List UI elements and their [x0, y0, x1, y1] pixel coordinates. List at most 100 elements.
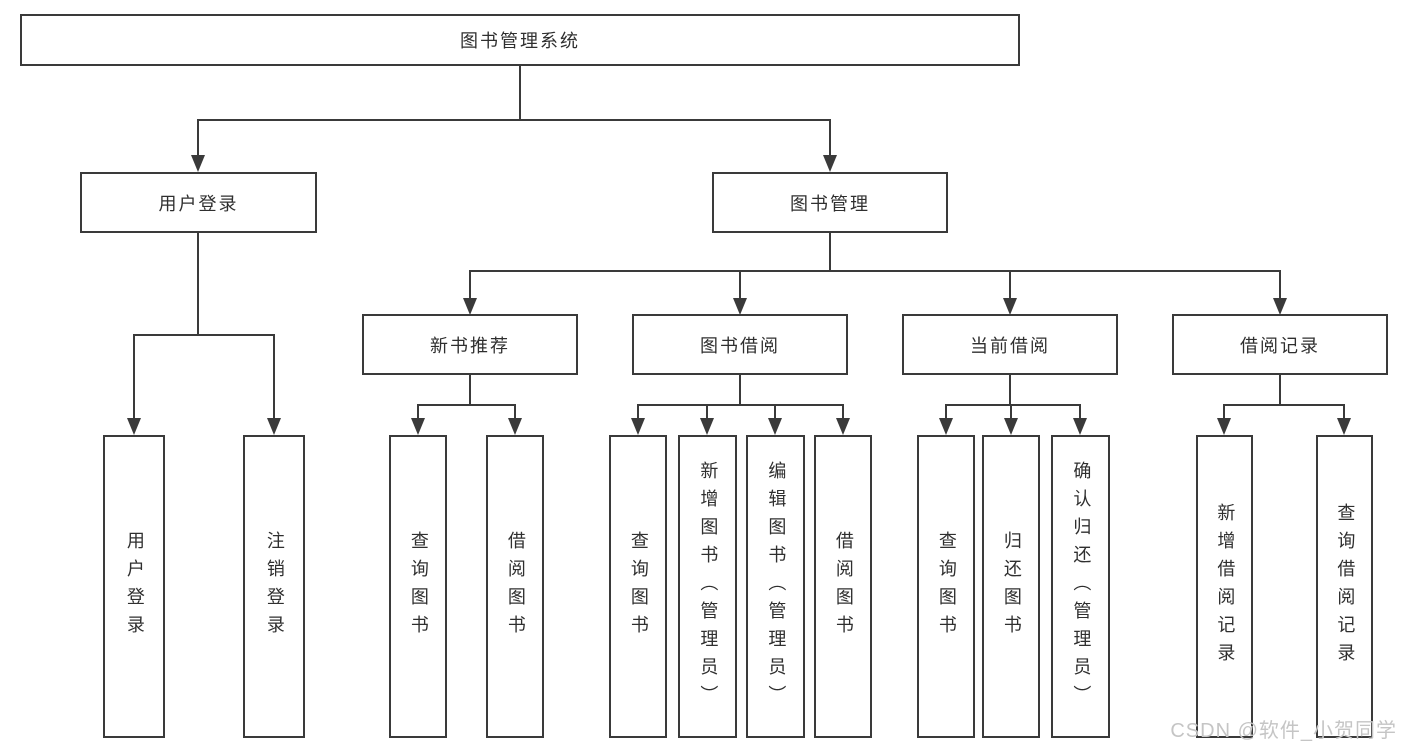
node-library-management-system: 图书管理系统	[20, 14, 1020, 66]
arrow-to-leaf-query-books-1	[411, 404, 425, 435]
arrow-shaft	[1009, 270, 1011, 303]
arrow-to-leaf-edit-books	[768, 404, 782, 435]
leaf-label: 查询图书	[408, 530, 429, 643]
leaf-add-books-admin: 新增图书（管理员）	[678, 435, 737, 738]
arrow-shaft	[514, 404, 516, 423]
leaf-user-login: 用户登录	[103, 435, 165, 738]
arrowhead-icon	[823, 155, 837, 172]
connector-borrow-records-stem	[1279, 375, 1281, 406]
arrowhead-icon	[463, 298, 477, 315]
arrow-to-leaf-add-borrow-record	[1217, 404, 1231, 435]
leaf-label: 查询图书	[936, 530, 957, 643]
leaf-logout: 注销登录	[243, 435, 305, 738]
connector-new-book-stem	[469, 375, 471, 406]
node-book-management: 图书管理	[712, 172, 948, 233]
arrow-to-leaf-confirm-return	[1073, 404, 1087, 435]
arrowhead-icon	[1073, 418, 1087, 435]
leaf-query-borrow-record: 查询借阅记录	[1316, 435, 1373, 738]
leaf-borrow-books-recommend: 借阅图书	[486, 435, 544, 738]
arrow-to-leaf-query-books-3	[939, 404, 953, 435]
arrow-to-book-borrow	[733, 270, 747, 315]
arrowhead-icon	[1337, 418, 1351, 435]
node-current-borrow: 当前借阅	[902, 314, 1118, 375]
leaf-add-borrow-record: 新增借阅记录	[1196, 435, 1253, 738]
connector-user-login-bar	[134, 334, 274, 336]
connector-book-management-bar	[470, 270, 1281, 272]
leaf-label: 确认归还（管理员）	[1071, 460, 1092, 713]
arrow-to-leaf-query-borrow-record	[1337, 404, 1351, 435]
arrowhead-icon	[1003, 298, 1017, 315]
arrow-shaft	[706, 404, 708, 423]
connector-user-login-stem	[197, 233, 199, 336]
arrow-shaft	[842, 404, 844, 423]
node-new-book-recommend: 新书推荐	[362, 314, 578, 375]
arrowhead-icon	[127, 418, 141, 435]
arrowhead-icon	[836, 418, 850, 435]
arrow-shaft	[133, 334, 135, 423]
arrow-shaft	[1079, 404, 1081, 423]
leaf-label: 新增图书（管理员）	[698, 460, 719, 713]
leaf-label: 查询图书	[628, 530, 649, 643]
arrow-to-new-book-recommend	[463, 270, 477, 315]
arrowhead-icon	[1217, 418, 1231, 435]
arrow-to-current-borrow	[1003, 270, 1017, 315]
leaf-confirm-return-admin: 确认归还（管理员）	[1051, 435, 1110, 738]
arrow-shaft	[417, 404, 419, 423]
arrow-to-borrow-records	[1273, 270, 1287, 315]
leaf-label: 归还图书	[1001, 530, 1022, 643]
leaf-return-books: 归还图书	[982, 435, 1040, 738]
arrow-to-leaf-return-books	[1004, 404, 1018, 435]
node-user-login: 用户登录	[80, 172, 317, 233]
arrowhead-icon	[1004, 418, 1018, 435]
connector-book-borrow-bar	[638, 404, 844, 406]
arrow-shaft	[1279, 270, 1281, 303]
arrow-shaft	[739, 270, 741, 303]
watermark: CSDN @软件_小贺同学	[1170, 720, 1397, 742]
leaf-query-books-current: 查询图书	[917, 435, 975, 738]
leaf-borrow-books: 借阅图书	[814, 435, 872, 738]
connector-book-borrow-stem	[739, 375, 741, 406]
connector-book-management-stem	[829, 233, 831, 272]
arrow-shaft	[1223, 404, 1225, 423]
connector-current-borrow-stem	[1009, 375, 1011, 406]
arrowhead-icon	[631, 418, 645, 435]
arrow-shaft	[197, 119, 199, 160]
leaf-label: 新增借阅记录	[1215, 502, 1236, 671]
connector-root-stem	[519, 66, 521, 121]
leaf-label: 用户登录	[124, 530, 145, 643]
arrow-shaft	[637, 404, 639, 423]
leaf-label: 借阅图书	[505, 530, 526, 643]
connector-borrow-records-bar	[1224, 404, 1345, 406]
leaf-query-books-recommend: 查询图书	[389, 435, 447, 738]
arrow-to-leaf-user-login	[127, 334, 141, 435]
arrow-to-leaf-logout	[267, 334, 281, 435]
arrow-shaft	[829, 119, 831, 160]
arrowhead-icon	[508, 418, 522, 435]
arrowhead-icon	[768, 418, 782, 435]
arrow-shaft	[469, 270, 471, 303]
leaf-label: 编辑图书（管理员）	[766, 460, 787, 713]
arrow-shaft	[1343, 404, 1345, 423]
leaf-label: 查询借阅记录	[1335, 502, 1356, 671]
arrowhead-icon	[191, 155, 205, 172]
connector-current-borrow-bar	[946, 404, 1081, 406]
arrow-shaft	[945, 404, 947, 423]
arrow-to-leaf-add-books	[700, 404, 714, 435]
leaf-query-books-borrow: 查询图书	[609, 435, 667, 738]
arrowhead-icon	[267, 418, 281, 435]
node-borrow-records: 借阅记录	[1172, 314, 1388, 375]
arrow-shaft	[273, 334, 275, 423]
arrow-to-leaf-borrow-books-1	[508, 404, 522, 435]
arrow-shaft	[1010, 404, 1012, 423]
arrow-to-leaf-borrow-books-2	[836, 404, 850, 435]
arrowhead-icon	[733, 298, 747, 315]
arrow-to-book-management	[823, 119, 837, 172]
arrowhead-icon	[411, 418, 425, 435]
node-book-borrow: 图书借阅	[632, 314, 848, 375]
arrowhead-icon	[1273, 298, 1287, 315]
leaf-label: 借阅图书	[833, 530, 854, 643]
leaf-label: 注销登录	[264, 530, 285, 643]
arrowhead-icon	[939, 418, 953, 435]
arrow-to-leaf-query-books-2	[631, 404, 645, 435]
